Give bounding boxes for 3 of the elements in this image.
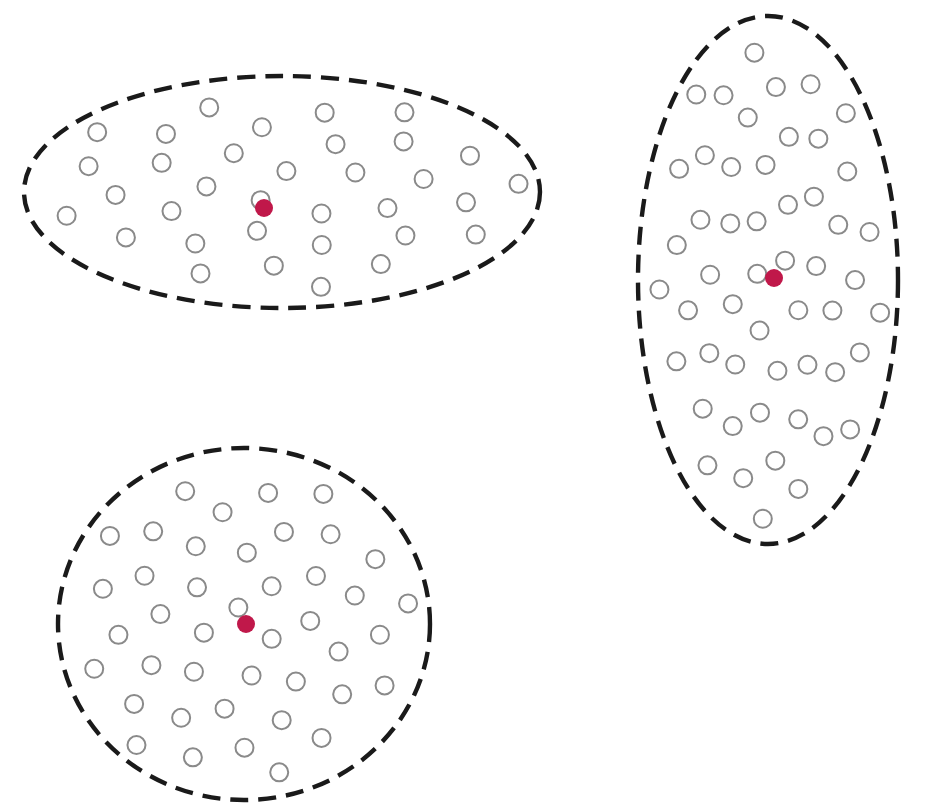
cluster-ellipse — [56, 446, 432, 802]
cluster-ellipse — [636, 14, 900, 546]
cluster-ellipse — [22, 74, 542, 310]
